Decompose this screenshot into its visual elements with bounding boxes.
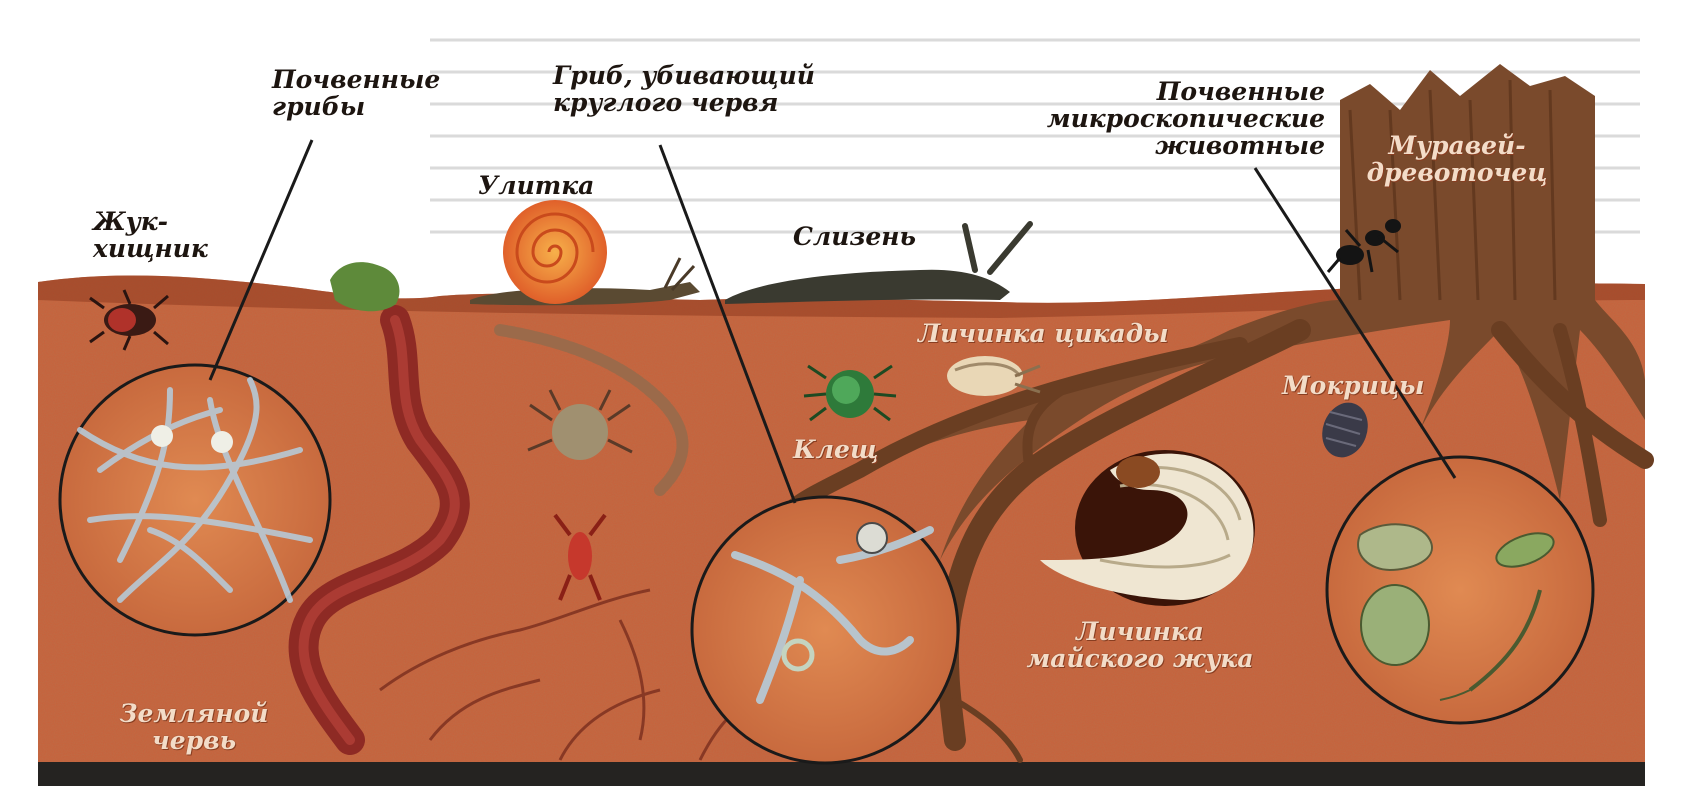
label-may-beetle-larva: Личинка майского жука [990, 618, 1290, 672]
label-soil-fungi: Почвенные грибы [272, 66, 440, 120]
label-soil-micro-animals: Почвенные микроскопические животные [970, 78, 1325, 159]
label-nematode-fungus: Гриб, убивающий круглого червя [553, 62, 815, 116]
label-slug: Слизень [793, 223, 916, 250]
zoom-circle-micro-animals [1327, 457, 1593, 723]
label-predator-beetle: Жук- хищник [93, 208, 208, 262]
label-cicada-larva: Личинка цикады [918, 320, 1169, 347]
bedrock-strip [38, 762, 1645, 786]
label-mite: Клещ [793, 436, 878, 463]
zoom-circle-soil-fungi [60, 365, 330, 635]
label-snail: Улитка [478, 172, 594, 199]
snail [470, 200, 700, 305]
label-woodlice: Мокрицы [1282, 372, 1424, 399]
zoom-circle-nematode-fungus [692, 497, 958, 763]
label-carpenter-ant: Муравей- древоточец [1342, 132, 1572, 186]
label-earthworm: Земляной червь [104, 700, 284, 754]
